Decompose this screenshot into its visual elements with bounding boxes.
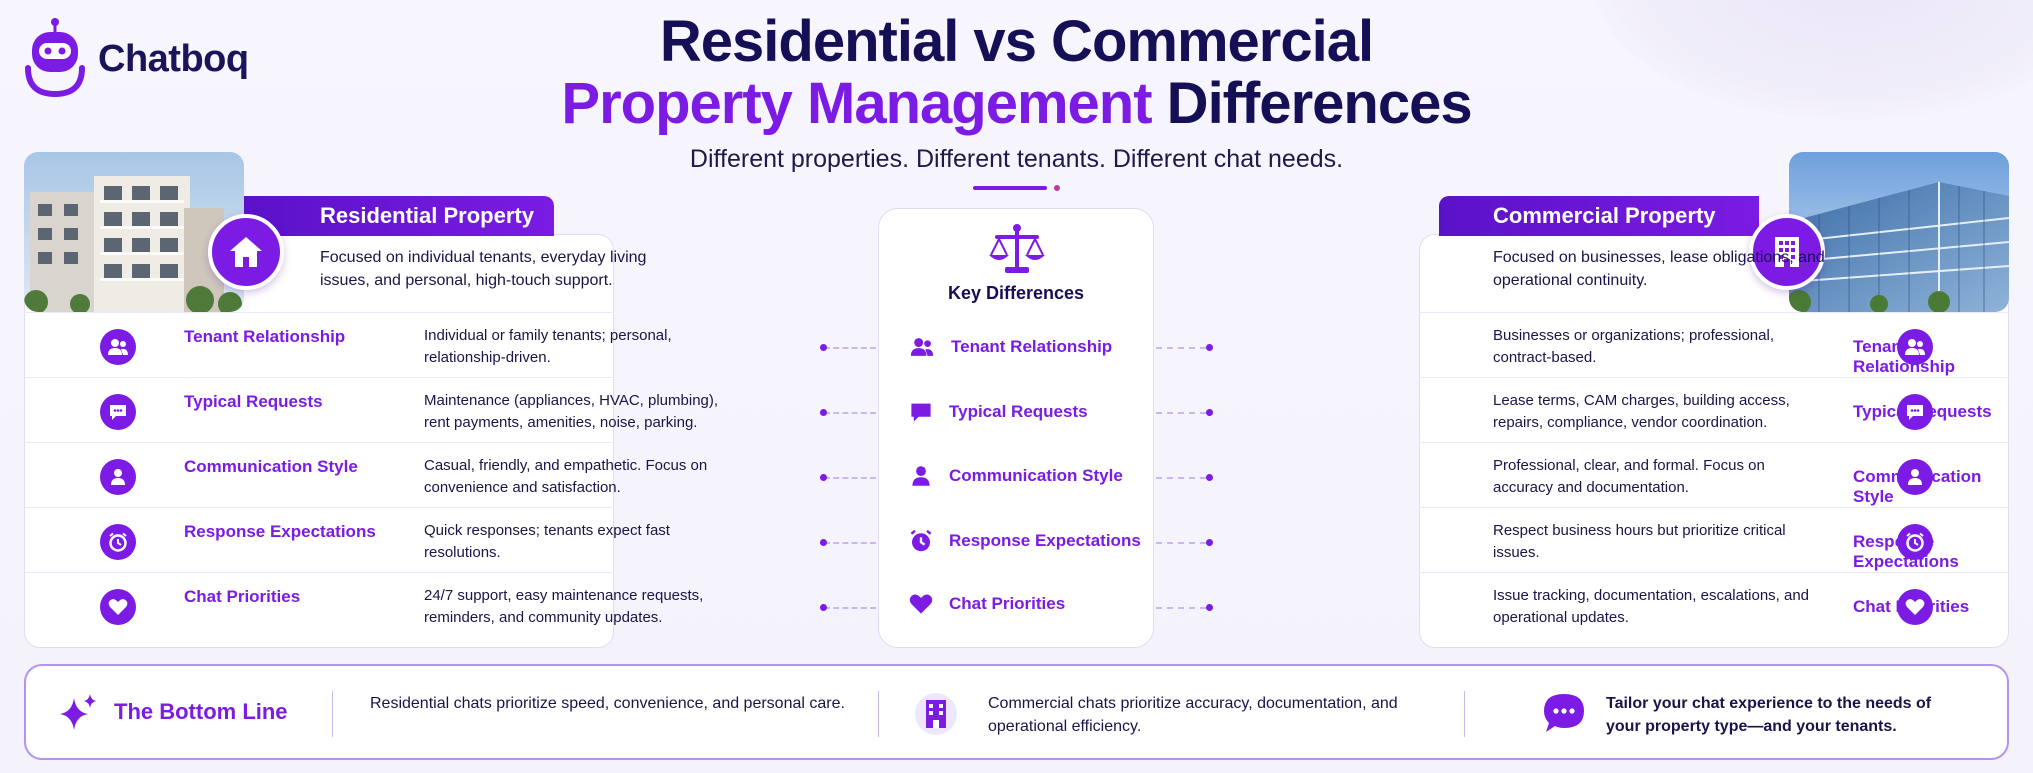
residential-row-tenant-relationship: Tenant Relationship Individual or family… (24, 312, 672, 377)
commercial-row-communication-style: Professional, clear, and formal. Focus o… (1419, 442, 2009, 507)
key-diff-label: Communication Style (949, 466, 1123, 485)
sparkle-icon (56, 692, 100, 741)
row-text: Casual, friendly, and empathetic. Focus … (424, 457, 708, 496)
key-differences-title: Key Differences (947, 283, 1085, 303)
row-text: Quick responses; tenants expect fast res… (424, 522, 670, 561)
clock-icon (100, 524, 136, 560)
chat-icon (911, 403, 931, 422)
row-label: Tenant Relationship (1853, 337, 1956, 376)
residential-row-response-expectations: Response Expectations Quick responses; t… (24, 507, 670, 572)
chat-icon (1897, 394, 1933, 430)
row-text: Respect business hours but prioritize cr… (1493, 522, 1786, 561)
key-diff-tenant-relationship: Tenant Relationship (909, 337, 1112, 357)
commercial-row-tenant-relationship: Businesses or organizations; professiona… (1419, 312, 2009, 377)
clock-icon (910, 529, 932, 552)
divider (878, 691, 879, 737)
divider (1464, 691, 1465, 737)
robot-logo-icon (24, 18, 86, 100)
commercial-row-chat-priorities: Issue tracking, documentation, escalatio… (1419, 572, 2009, 637)
row-text: Professional, clear, and formal. Focus o… (1493, 457, 1765, 496)
row-text: Maintenance (appliances, HVAC, plumbing)… (424, 392, 719, 431)
person-icon (1897, 459, 1933, 495)
page-subtitle: Different properties. Different tenants.… (689, 145, 1344, 173)
key-differences-card: Key Differences Tenant Relationship Typi… (878, 208, 1154, 648)
heart-icon (909, 594, 933, 614)
key-diff-chat-priorities: Chat Priorities (909, 593, 1065, 615)
person-icon (912, 466, 930, 486)
key-diff-label: Typical Requests (949, 402, 1088, 421)
row-text: Lease terms, CAM charges, building acces… (1493, 392, 1790, 431)
page-title-rest: Differences (1151, 71, 1473, 136)
key-diff-response-expectations: Response Expectations (909, 529, 1141, 553)
heart-icon (1897, 589, 1933, 625)
commercial-panel: Commercial Property Management Focused o… (1419, 152, 2009, 648)
key-diff-communication-style: Communication Style (909, 465, 1123, 487)
home-icon (208, 214, 284, 290)
brand-logo[interactable]: Chatboq (24, 18, 249, 100)
subtitle-divider-dot (1054, 185, 1060, 191)
chat-bubble-icon (1542, 692, 1586, 739)
bottom-line-commercial: Commercial chats prioritize accuracy, do… (988, 695, 1398, 735)
bottom-line-residential: Residential chats prioritize speed, conv… (370, 695, 845, 712)
residential-building-photo (24, 152, 244, 312)
page-title-line1: Residential vs Commercial (659, 9, 1374, 74)
divider (332, 691, 333, 737)
row-label: Response Expectations (184, 522, 376, 541)
bottom-line-bar: The Bottom Line Residential chats priori… (24, 664, 2009, 760)
building-icon (914, 690, 958, 741)
users-icon (910, 338, 934, 356)
row-label: Tenant Relationship (184, 327, 346, 346)
residential-row-chat-priorities: Chat Priorities 24/7 support, easy maint… (24, 572, 703, 637)
row-text: Issue tracking, documentation, escalatio… (1493, 587, 1810, 626)
residential-intro: Focused on individual tenants, everyday … (320, 249, 647, 289)
subtitle-divider (973, 186, 1047, 190)
commercial-header: Commercial Property Management (1439, 196, 1759, 268)
bottom-line-title: The Bottom Line (114, 699, 288, 724)
row-label: Typical Requests (184, 392, 323, 411)
users-icon (100, 329, 136, 365)
page-title-line2: Property Management Differences (0, 70, 2033, 137)
residential-row-typical-requests: Typical Requests Maintenance (appliances… (24, 377, 718, 442)
residential-panel: Residential Property Management Focused … (24, 152, 718, 648)
key-diff-label: Tenant Relationship (951, 337, 1113, 356)
bottom-line-tailor: Tailor your chat experience to the needs… (1606, 695, 1932, 735)
commercial-building-photo (1789, 152, 2009, 312)
row-text: Businesses or organizations; professiona… (1493, 327, 1774, 366)
commercial-row-typical-requests: Lease terms, CAM charges, building acces… (1419, 377, 2009, 442)
row-text: 24/7 support, easy maintenance requests,… (424, 587, 704, 626)
brand-name: Chatboq (98, 37, 249, 80)
key-diff-label: Chat Priorities (949, 594, 1066, 613)
clock-icon (1897, 524, 1933, 560)
commercial-row-response-expectations: Respect business hours but prioritize cr… (1419, 507, 2009, 572)
chat-icon (100, 394, 136, 430)
key-diff-label: Response Expectations (949, 531, 1141, 550)
key-diff-typical-requests: Typical Requests (909, 401, 1088, 423)
scale-icon (987, 223, 1047, 277)
row-label: Chat Priorities (184, 587, 301, 606)
commercial-intro: Focused on businesses, lease obligations… (1493, 249, 1825, 289)
residential-row-communication-style: Communication Style Casual, friendly, an… (24, 442, 707, 507)
page-title-accent: Property Management (561, 71, 1152, 136)
heart-icon (100, 589, 136, 625)
row-label: Communication Style (184, 457, 358, 476)
person-icon (100, 459, 136, 495)
row-text: Individual or family tenants; personal, … (424, 327, 672, 366)
users-icon (1897, 329, 1933, 365)
residential-header: Residential Property Management (244, 196, 554, 268)
building-icon (1749, 214, 1825, 290)
